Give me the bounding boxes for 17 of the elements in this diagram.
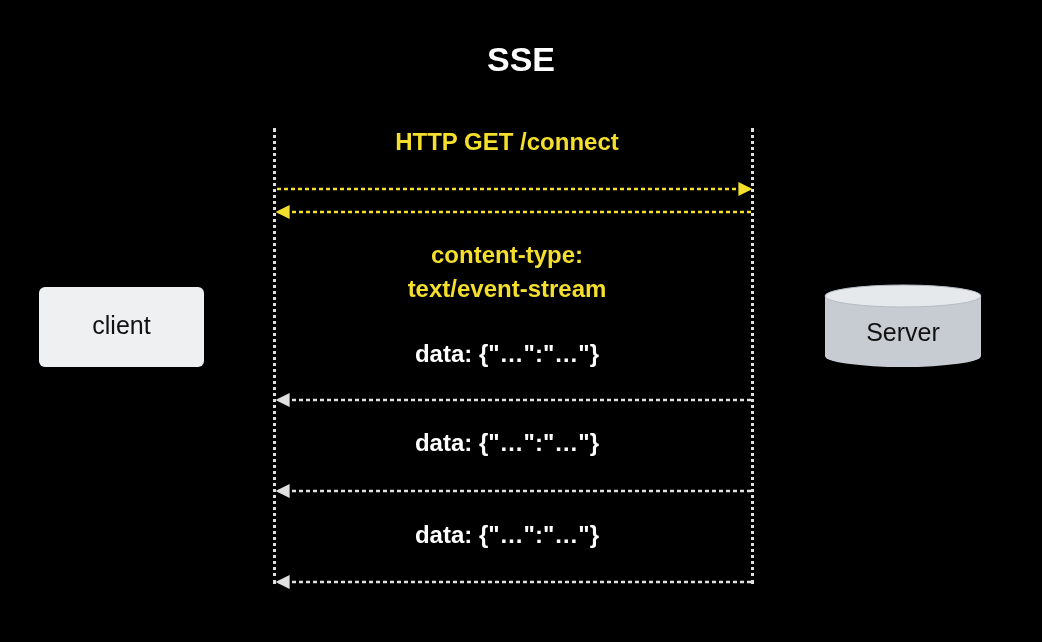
- edge-label: data: {"…":"…"}: [413, 520, 601, 550]
- arrow: [275, 205, 751, 219]
- edge-label: data: {"…":"…"}: [413, 428, 601, 458]
- edge-label: content-type: text/event-stream: [406, 240, 608, 304]
- arrow: [275, 393, 751, 407]
- lifeline: [273, 128, 277, 584]
- edge-label: HTTP GET /connect: [394, 127, 620, 157]
- arrow: [275, 484, 751, 498]
- node-label: Server: [865, 318, 941, 347]
- lifeline: [751, 128, 755, 584]
- edge-label: data: {"…":"…"}: [413, 339, 601, 369]
- diagram-title: SSE: [485, 40, 556, 79]
- database-cylinder: [824, 284, 982, 368]
- arrow: [277, 182, 753, 196]
- node-label: client: [91, 311, 152, 340]
- process-box: [39, 287, 204, 367]
- arrow: [275, 575, 751, 589]
